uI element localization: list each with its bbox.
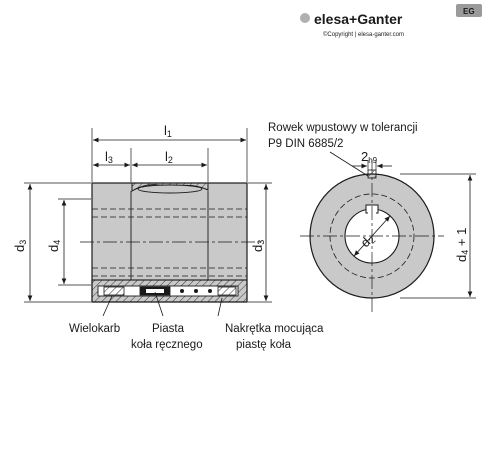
label-d3-center: d3 [250,240,266,252]
front-view [300,151,476,312]
copyright-text: ©Copyright | elesa-ganter.com [323,31,404,38]
label-key-width: 2h9 [361,149,378,165]
dim-line-d2 [353,215,391,257]
label-d4-plus-1: d4 + 1 [454,228,470,262]
leader-nut [217,297,223,317]
logo-mark-icon [300,13,310,23]
side-view [24,128,272,317]
keyway-label-line2: P9 DIN 6885/2 [268,138,343,150]
nut-label-line2: piastę koła [236,339,292,351]
key-slot [137,184,203,194]
label-l2: l2 [165,149,173,165]
wielokarb-label: Wielokarb [69,323,120,335]
keyway-label-line1: Rowek wpustowy w tolerancji [268,122,418,134]
hub-label-line1: Piasta [152,323,185,335]
hub-label-line2: koła ręcznego [131,339,203,351]
leader-keyway [329,151,369,177]
brand-badge [456,4,482,17]
leader-hub [154,291,164,317]
brand-name: elesa+Ganter [314,11,403,27]
label-d4-left: d4 [46,240,62,252]
brand-logo: elesa+Ganter EG ©Copyright | elesa-gante… [300,4,482,38]
nut-label-line1: Nakrętka mocująca [225,323,324,335]
brand-badge-text: EG [463,7,475,16]
label-d3-left: d3 [12,240,28,252]
leader-wielokarb [102,295,113,317]
label-l3: l3 [105,149,113,165]
label-l1: l1 [164,123,172,139]
